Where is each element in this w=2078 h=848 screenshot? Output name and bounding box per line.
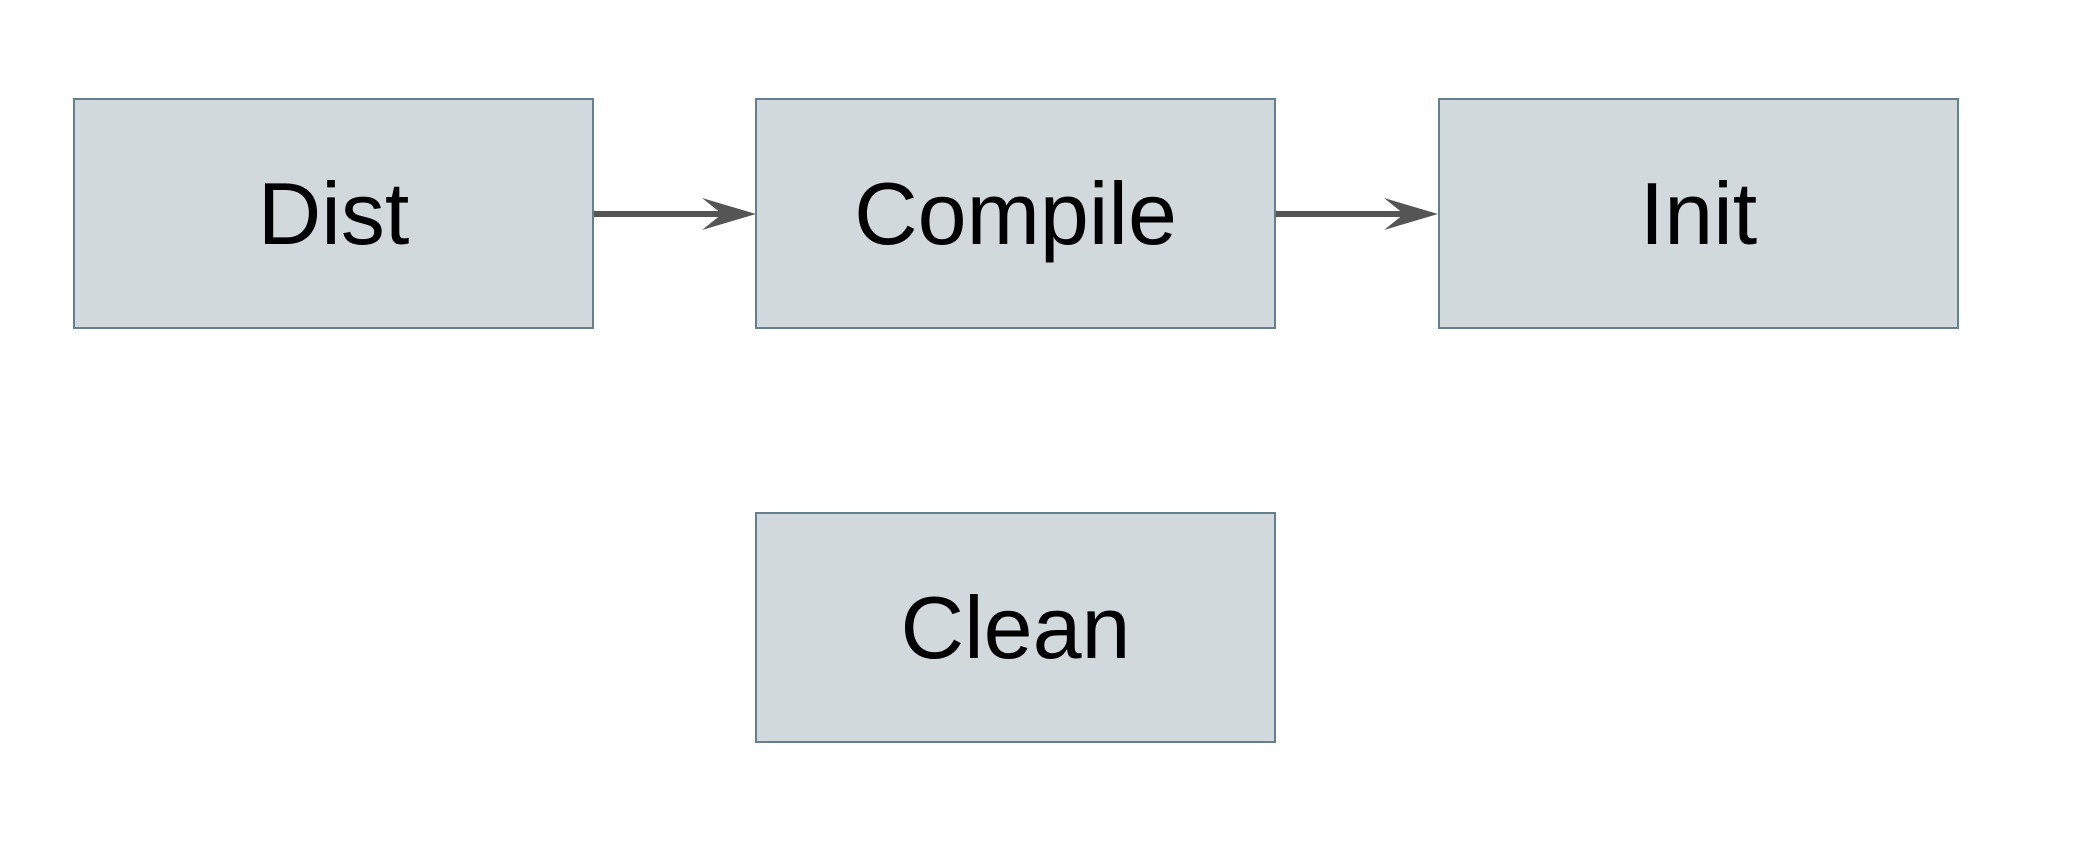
node-clean-label: Clean xyxy=(900,577,1131,677)
node-compile-label: Compile xyxy=(854,163,1177,263)
node-dist-label: Dist xyxy=(257,163,410,263)
connector-compile-to-init xyxy=(1276,198,1438,230)
connector-dist-to-compile xyxy=(594,198,756,230)
node-dist[interactable]: Dist xyxy=(73,98,594,329)
connector-arrowhead xyxy=(702,198,756,230)
node-clean[interactable]: Clean xyxy=(755,512,1276,743)
node-init-label: Init xyxy=(1639,163,1758,263)
node-compile[interactable]: Compile xyxy=(755,98,1276,329)
connector-arrowhead xyxy=(1384,198,1438,230)
node-init[interactable]: Init xyxy=(1438,98,1959,329)
